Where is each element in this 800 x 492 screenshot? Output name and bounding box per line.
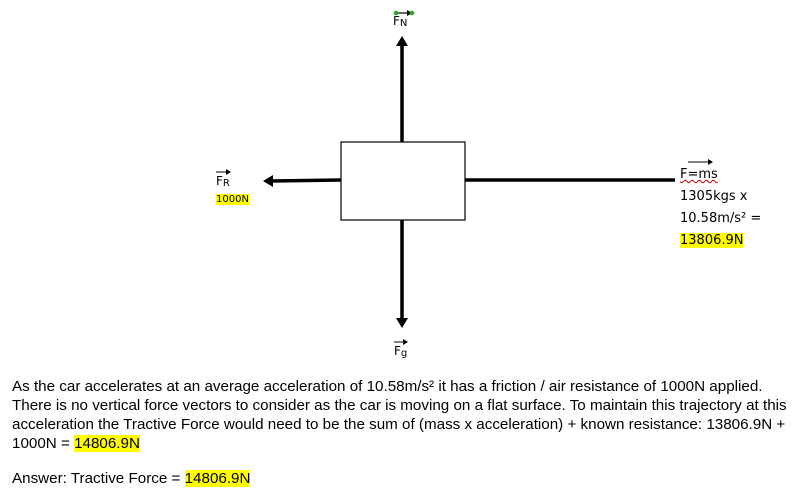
explanation-paragraph: As the car accelerates at an average acc… xyxy=(12,378,787,452)
resistance-force-value: 1000N xyxy=(216,194,249,205)
applied-force-formula: F=ms xyxy=(680,167,718,182)
answer-value: 14806.9N xyxy=(184,470,251,487)
paragraph-result: 14806.9N xyxy=(74,435,140,452)
applied-force-mass: 1305kgs x xyxy=(680,189,748,204)
car-box xyxy=(340,141,466,221)
free-body-diagram xyxy=(216,10,713,345)
applied-force-calculation: F=ms 1305kgs x 10.58m/s² = 13806.9N xyxy=(680,164,761,252)
normal-force-label: FN xyxy=(393,14,408,29)
answer-line: Answer: Tractive Force = 14806.9N xyxy=(12,470,251,487)
resistance-force-arrow xyxy=(270,178,342,183)
selection-handle-icon[interactable] xyxy=(393,10,399,16)
selection-handle-icon[interactable] xyxy=(409,10,415,16)
gravity-force-label: Fg xyxy=(394,344,408,359)
applied-force-result: 13806.9N xyxy=(680,233,744,248)
resistance-force-label: FR xyxy=(216,174,230,189)
applied-force-acceleration: 10.58m/s² = xyxy=(680,211,762,226)
